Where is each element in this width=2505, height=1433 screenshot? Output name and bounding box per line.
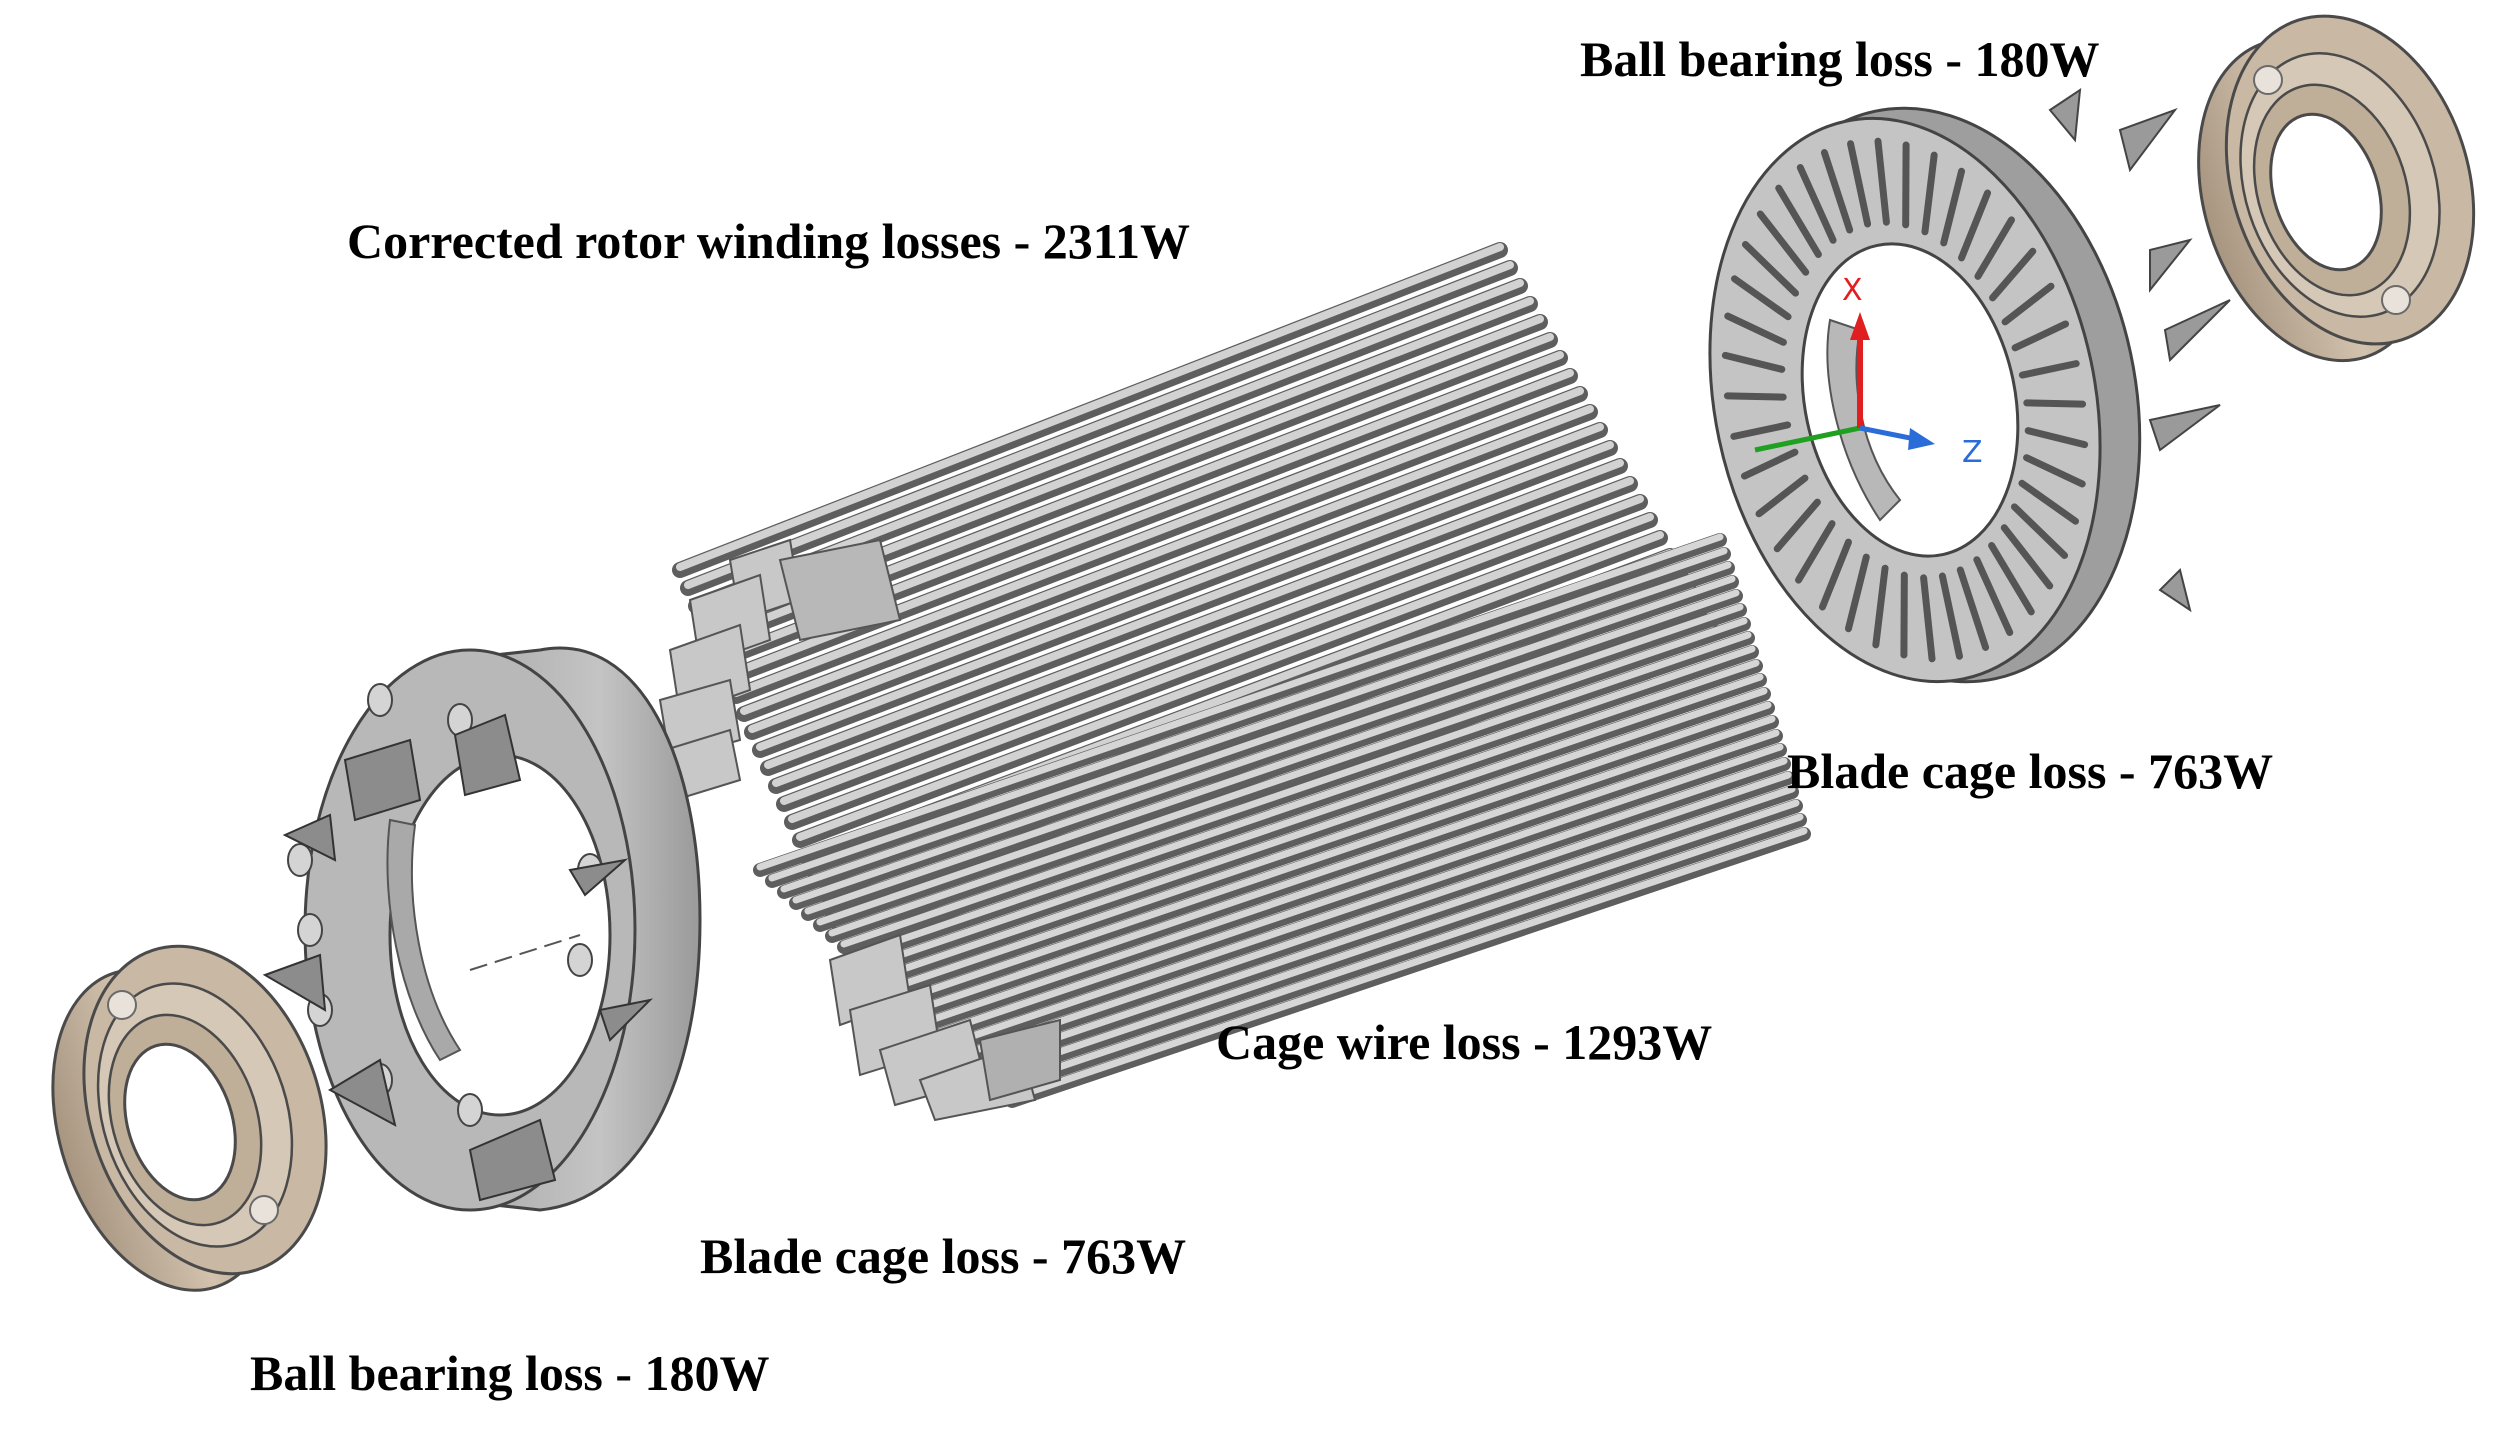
blade-cage-ring-right [1708,87,2231,684]
ring-slot [1921,151,1938,236]
blade-fins-right [2048,87,2231,613]
cage-rod-highlight [780,561,1732,893]
cage-rod-highlight [816,603,1744,926]
ring-slot [1755,474,1809,518]
label-rotor-winding-losses: Corrected rotor winding losses - 2311W [347,213,1191,269]
rotor-rod-highlight [788,495,1644,823]
cage-rod-highlight [996,813,1804,1091]
cage-rod-highlight [852,645,1756,959]
cage-rod-highlight [756,533,1724,871]
ring-slot [2011,320,2070,352]
ring-slot [2000,524,2054,590]
ring-slot [1723,392,1787,401]
ring-slot [1874,137,1890,226]
rotor-rod-highlight [796,513,1654,841]
rotor-rod-highlight [676,243,1504,571]
ball-bearing-left [51,944,328,1292]
cage-rod-highlight [864,659,1760,970]
ring-slot [1920,574,1936,663]
ring-slot [1872,564,1889,649]
ring-slot [1724,312,1787,346]
cage-rod-highlight [804,589,1740,915]
cage-pin [297,913,323,947]
rotor-rod-highlight [780,477,1634,805]
cage-wire-end-fins [828,933,1061,1122]
ring-slot [1796,164,1837,244]
ring-slot [1730,421,1792,440]
ring-slot [2018,360,2080,379]
axis-z-label: Z [1962,435,1983,470]
label-ball-bearing-top: Ball bearing loss - 180W [1580,31,2100,87]
cage-rod-highlight [948,757,1788,1047]
ring-slot [1730,275,1792,321]
ring-slot [1775,184,1822,258]
label-blade-cage-left: Blade cage loss - 763W [700,1228,1187,1284]
ring-slot [2023,399,2087,408]
ring-slot [1847,140,1872,228]
ring-slot [1958,189,1992,262]
ring-slot [2001,282,2055,326]
ring-slot [1818,538,1852,611]
cage-rod-highlight [900,701,1772,1003]
rotor-rod-highlight [732,369,1574,697]
cage-rod-highlight [936,743,1784,1036]
cage-pin [567,943,593,977]
ring-slot [1844,553,1870,633]
ring-slot [1973,556,2014,636]
cage-pin [457,1093,483,1127]
rotor-rod-highlight [756,423,1604,751]
ring-slot [1756,210,1810,276]
axis-x-label: X [1842,273,1863,308]
cage-rod-highlight [912,715,1776,1014]
ring-slot [1795,520,1836,584]
label-blade-cage-right: Blade cage loss - 763W [1787,743,2274,799]
ring-slot [1741,241,1800,297]
ring-slot [2010,503,2069,559]
cage-rod-highlight [972,785,1796,1069]
ring-slot [1956,566,1990,651]
cage-rod-highlight [888,687,1768,992]
rotor-rod-highlight [772,459,1624,787]
rotor-rod-highlight [748,405,1594,733]
cage-pin [287,843,313,877]
cage-rod-highlight [768,547,1728,882]
ring-slot [1820,149,1854,234]
ring-slot [1938,572,1963,660]
cage-rod-highlight [840,631,1752,948]
blade-fins-left [262,713,654,1202]
ring-slot [1721,351,1786,373]
cage-rod-highlight [984,799,1800,1080]
cage-rod-highlight [1008,827,1808,1102]
ball-bearing-right [2197,14,2476,363]
coordinate-triad: X Z [1754,273,1983,470]
ring-slot [1940,167,1966,247]
blade-cage-ring-left [262,646,702,1212]
cage-rod-highlight [876,673,1764,981]
ring-slot [2018,479,2080,525]
cage-rod-highlight [828,617,1748,937]
cage-rod-highlight [960,771,1792,1058]
rotor-rod-highlight [764,441,1614,769]
ring-slot [1988,542,2035,616]
cage-rod-highlight [792,575,1736,904]
ring-slot [1773,498,1821,553]
ring-slot [2024,427,2089,449]
label-ball-bearing-bottom: Ball bearing loss - 180W [250,1345,770,1401]
cage-rod-highlight [924,729,1780,1025]
ring-slot [1974,216,2015,280]
rotor-rod-highlight [684,261,1514,589]
blade-cage-slots [1721,137,2089,663]
ring-slot [1740,448,1799,480]
cage-wire-rods-lower [753,533,1811,1108]
ring-slot [1989,247,2037,302]
cage-pin [367,683,393,717]
rotor-rod-highlight [740,387,1584,715]
label-cage-wire-loss: Cage wire loss - 1293W [1216,1014,1713,1070]
ring-slot [2023,454,2086,488]
